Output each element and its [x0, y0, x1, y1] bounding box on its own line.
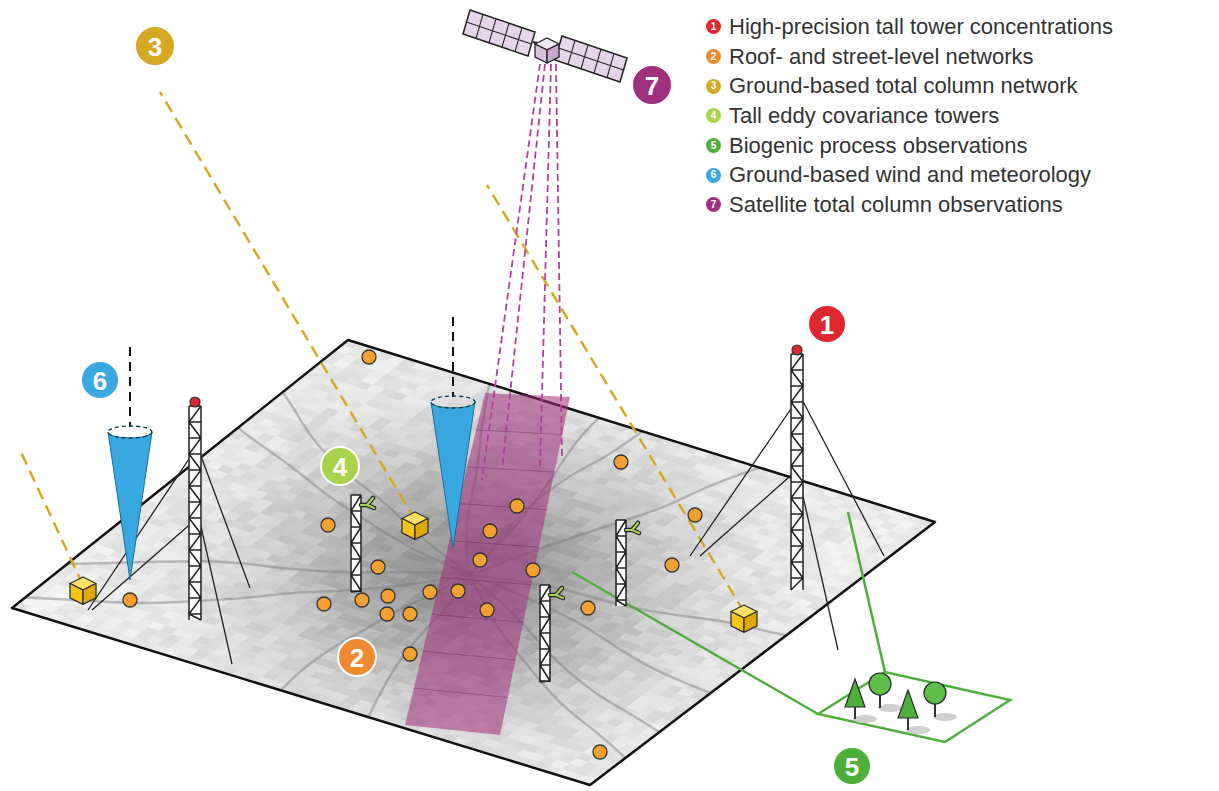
illustration	[0, 0, 1219, 791]
